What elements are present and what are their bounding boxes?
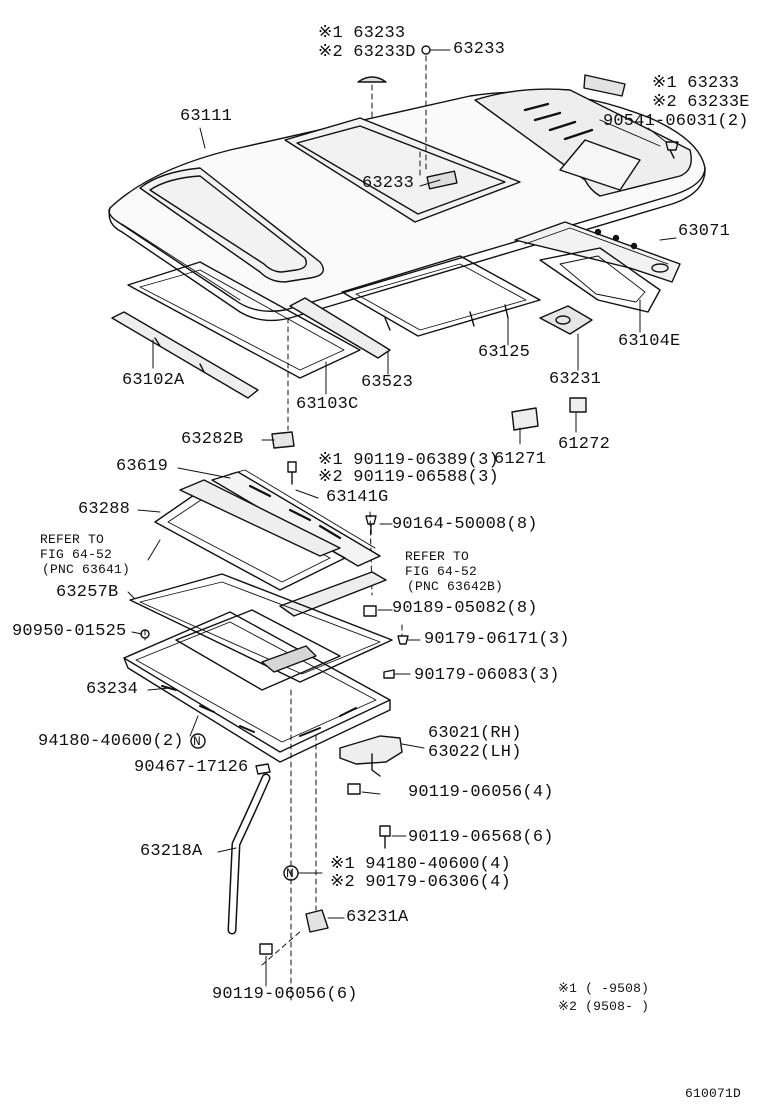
figure-code: 610071D bbox=[685, 1086, 742, 1101]
label-refer1-b: FIG 64-52 bbox=[40, 547, 113, 562]
label-90119-06389: ※1 90119-06389(3) bbox=[318, 451, 499, 470]
n-marker-left bbox=[190, 733, 206, 749]
label-90164: 90164-50008(8) bbox=[392, 515, 538, 534]
label-63111: 63111 bbox=[180, 107, 233, 126]
nut-90189 bbox=[363, 605, 377, 617]
frame-63288 bbox=[154, 483, 346, 591]
strip-63102a bbox=[111, 311, 259, 399]
clip-90541 bbox=[665, 141, 679, 159]
pad-63233 bbox=[357, 76, 387, 83]
label-63022: 63022(LH) bbox=[428, 743, 522, 762]
bolt-90119-06056-6 bbox=[259, 943, 273, 955]
bolt-90119-06056 bbox=[347, 783, 361, 795]
label-94180-mid: ※1 94180-40600(4) bbox=[330, 855, 511, 874]
label-63125: 63125 bbox=[478, 343, 531, 362]
label-61272: 61272 bbox=[558, 435, 611, 454]
label-63523: 63523 bbox=[361, 373, 414, 392]
label-63257b: 63257B bbox=[56, 583, 119, 602]
label-94180-left: 94180-40600(2) bbox=[38, 732, 184, 751]
roof-panel bbox=[108, 88, 706, 322]
label-refer2-b: FIG 64-52 bbox=[405, 564, 478, 579]
screw-90164 bbox=[365, 515, 377, 535]
part-61271 bbox=[511, 407, 539, 431]
rear-rail-63071 bbox=[514, 221, 681, 283]
label-90179-06171: 90179-06171(3) bbox=[424, 630, 570, 649]
label-90119-06056-4: 90119-06056(4) bbox=[408, 783, 554, 802]
label-refer2-a: REFER TO bbox=[405, 549, 470, 564]
label-61271: 61271 bbox=[494, 450, 547, 469]
label-63619: 63619 bbox=[116, 457, 169, 476]
label-n-left: N bbox=[193, 734, 202, 749]
label-63103c: 63103C bbox=[296, 395, 359, 414]
bolt-90119-06568 bbox=[379, 825, 391, 849]
trim-63523 bbox=[289, 297, 391, 359]
bracket-63231 bbox=[539, 305, 593, 335]
part-61272 bbox=[569, 397, 587, 413]
seal-63257b bbox=[129, 573, 393, 683]
label-63104e: 63104E bbox=[618, 332, 681, 351]
frame-63125 bbox=[341, 255, 541, 337]
label-90950: 90950-01525 bbox=[12, 622, 127, 641]
label-90119-06568: 90119-06568(6) bbox=[408, 828, 554, 847]
label-63021: 63021(RH) bbox=[428, 724, 522, 743]
label-63233-mid: 63233 bbox=[362, 174, 415, 193]
label-63233e-1: ※1 63233 bbox=[652, 74, 740, 93]
bar-63619 bbox=[179, 479, 341, 557]
note-range-2: ※2 (9508- ) bbox=[558, 999, 650, 1014]
seal-63103c bbox=[127, 261, 361, 379]
clamp-90467 bbox=[255, 763, 271, 775]
label-63231: 63231 bbox=[549, 370, 602, 389]
clip-63282b bbox=[271, 431, 295, 449]
note-range-1: ※1 ( -9508) bbox=[558, 981, 650, 996]
label-63282b: 63282B bbox=[181, 430, 244, 449]
bolt-90119-06389 bbox=[287, 461, 297, 485]
label-90189: 90189-05082(8) bbox=[392, 599, 538, 618]
label-90119-06588: ※2 90119-06588(3) bbox=[318, 468, 499, 487]
label-63102a: 63102A bbox=[122, 371, 185, 390]
label-n-mid: N bbox=[286, 866, 295, 881]
label-90179-06083: 90179-06083(3) bbox=[414, 666, 560, 685]
rail-63642b bbox=[279, 571, 387, 617]
drive-63021 bbox=[339, 735, 403, 765]
label-refer1-a: REFER TO bbox=[40, 532, 105, 547]
label-63233-top: 63233 bbox=[453, 40, 506, 59]
seal-63104e bbox=[539, 247, 661, 313]
label-90179-06306: ※2 90179-06306(4) bbox=[330, 873, 511, 892]
label-63071: 63071 bbox=[678, 222, 731, 241]
label-63233e-2: ※2 63233E bbox=[652, 93, 750, 112]
label-63233-1: ※1 63233 bbox=[318, 24, 406, 43]
label-refer1-c: (PNC 63641) bbox=[42, 562, 131, 577]
nut-90179-06171 bbox=[397, 635, 409, 645]
label-63218a: 63218A bbox=[140, 842, 203, 861]
label-refer2-c: (PNC 63642B) bbox=[407, 579, 504, 594]
label-63288: 63288 bbox=[78, 500, 131, 519]
label-90541: 90541-06031(2) bbox=[603, 112, 749, 131]
bracket-63231a bbox=[305, 909, 329, 933]
label-90119-06056-6: 90119-06056(6) bbox=[212, 985, 358, 1004]
label-63233d: ※2 63233D bbox=[318, 43, 416, 62]
pad-63233e bbox=[583, 74, 626, 97]
label-90467: 90467-17126 bbox=[134, 758, 249, 777]
label-63141g: 63141G bbox=[326, 488, 389, 507]
nut-90179-06083 bbox=[383, 669, 395, 679]
label-63231a: 63231A bbox=[346, 908, 409, 927]
pin-63233 bbox=[421, 45, 431, 55]
label-63234: 63234 bbox=[86, 680, 139, 699]
leader-lines bbox=[127, 49, 677, 987]
